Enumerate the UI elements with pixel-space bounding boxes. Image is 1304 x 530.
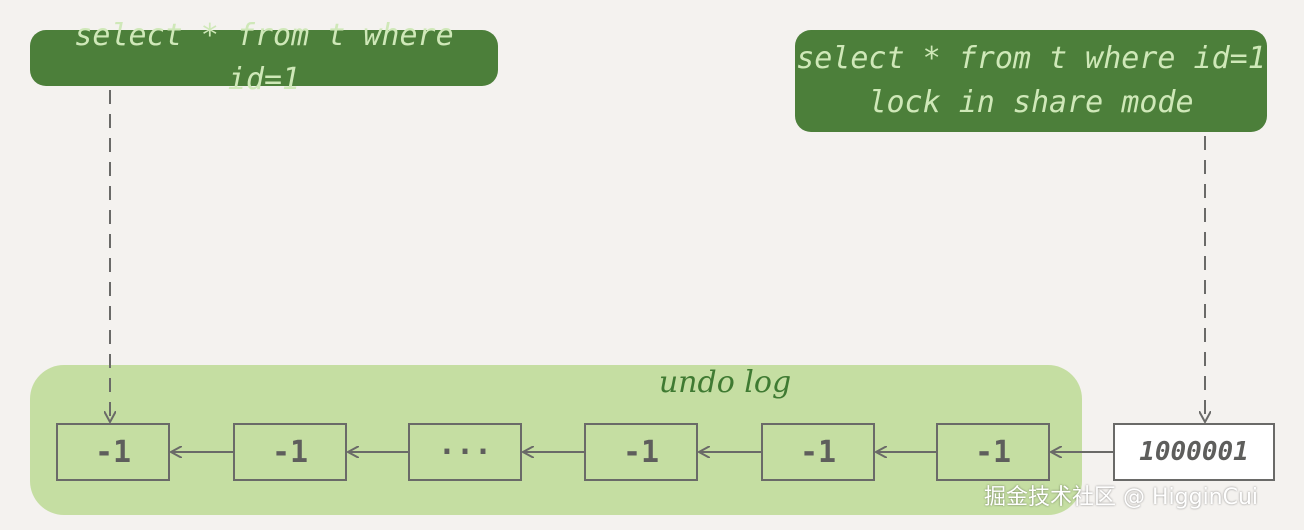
undo-version-box-ellipsis: ··· bbox=[408, 423, 522, 481]
undo-version-box-5: -1 bbox=[761, 423, 875, 481]
undo-log-label: undo log bbox=[658, 365, 792, 400]
undo-version-box-4: -1 bbox=[584, 423, 698, 481]
watermark: 掘金技术社区 @ HigginCui bbox=[984, 485, 1259, 510]
consistent-read-query-bubble: select * from t where id=1 bbox=[30, 18, 498, 97]
undo-version-box-2: -1 bbox=[233, 423, 347, 481]
undo-version-box-1: -1 bbox=[56, 423, 170, 481]
undo-version-box-6: -1 bbox=[936, 423, 1050, 481]
locking-read-query-line-1: select * from t where id=1 bbox=[796, 41, 1266, 76]
current-version-box: 1000001 bbox=[1113, 423, 1275, 481]
locking-read-query-line-2: lock in share mode bbox=[868, 85, 1194, 120]
locking-read-query-bubble: select * from t where id=1 lock in share… bbox=[795, 30, 1267, 132]
consistent-read-query-line-1: select * from t where id=1 bbox=[74, 18, 454, 97]
undo-log-area bbox=[30, 365, 1082, 515]
